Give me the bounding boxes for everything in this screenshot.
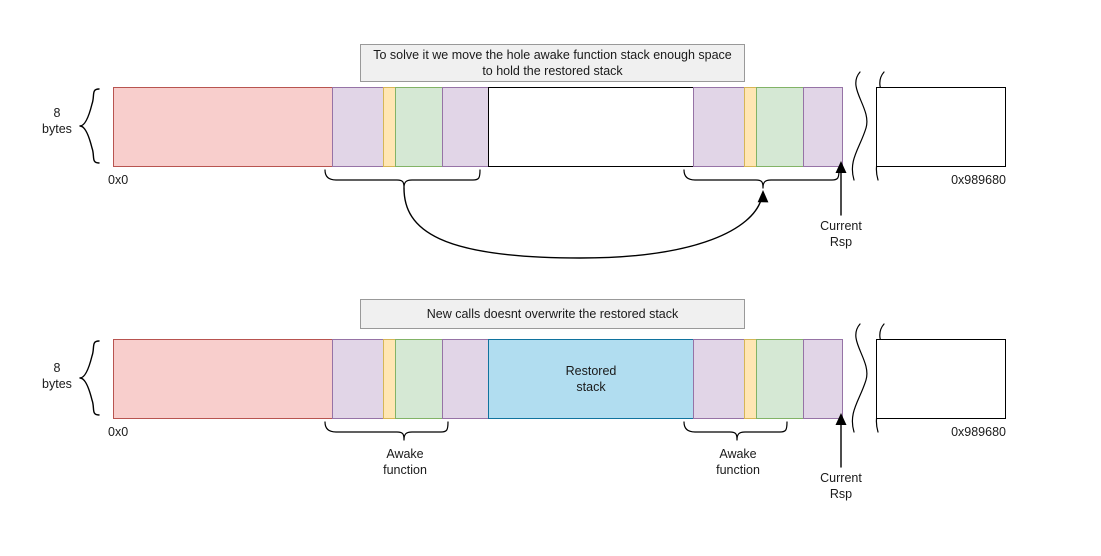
- segment-awake-green-a-top: [395, 87, 443, 167]
- restored-stack-label-line2: stack: [576, 380, 606, 394]
- size-label-bottom-line2: bytes: [42, 377, 72, 391]
- current-rsp-bottom-line1: Current: [820, 471, 862, 485]
- awake-function-left-line1: Awake: [386, 447, 424, 461]
- caption-top-text: To solve it we move the hole awake funct…: [373, 48, 732, 78]
- address-start-top: 0x0: [108, 173, 129, 187]
- segment-awake-purple-b-bottom: [442, 339, 489, 419]
- size-label-top-line2: bytes: [42, 122, 72, 136]
- address-start-bottom: 0x0: [108, 425, 129, 439]
- segment-awake-green-a-bottom: [395, 339, 443, 419]
- current-rsp-top-line2: Rsp: [829, 235, 853, 249]
- size-label-top: 8 bytes: [30, 105, 84, 137]
- size-label-top-line1: 8: [53, 106, 61, 120]
- segment-moved-purple-b-bottom: [803, 339, 843, 419]
- segment-used-stack-top: [113, 87, 333, 167]
- segment-awake-purple-a-bottom: [332, 339, 384, 419]
- segment-moved-green-a-bottom: [756, 339, 804, 419]
- size-label-bottom-line1: 8: [53, 361, 61, 375]
- awake-function-label-left: Awake function: [350, 446, 460, 478]
- current-rsp-label-top: Current Rsp: [805, 218, 877, 250]
- caption-bottom-text: New calls doesnt overwrite the restored …: [426, 307, 679, 321]
- awake-function-left-line2: function: [383, 463, 427, 477]
- memory-tail-box-bottom: [876, 339, 1006, 419]
- segment-hole-gap-top: [488, 87, 694, 167]
- memory-bar-top: [113, 87, 849, 167]
- address-end-bottom: 0x989680: [951, 425, 1006, 439]
- caption-bottom: New calls doesnt overwrite the restored …: [360, 299, 745, 329]
- awake-function-right-line2: function: [716, 463, 760, 477]
- segment-moved-green-a-top: [756, 87, 804, 167]
- restored-stack-label-line1: Restored: [565, 364, 617, 378]
- segment-moved-purple-b-top: [803, 87, 843, 167]
- memory-bar-bottom: Restored stack: [113, 339, 849, 419]
- current-rsp-label-bottom: Current Rsp: [805, 470, 877, 502]
- segment-used-stack-bottom: [113, 339, 333, 419]
- segment-awake-purple-a-top: [332, 87, 384, 167]
- size-label-bottom: 8 bytes: [30, 360, 84, 392]
- memory-tail-box-top: [876, 87, 1006, 167]
- current-rsp-bottom-line2: Rsp: [829, 487, 853, 501]
- caption-top: To solve it we move the hole awake funct…: [360, 44, 745, 82]
- address-end-top: 0x989680: [951, 173, 1006, 187]
- awake-function-right-line1: Awake: [719, 447, 757, 461]
- current-rsp-top-line1: Current: [820, 219, 862, 233]
- awake-function-label-right: Awake function: [683, 446, 793, 478]
